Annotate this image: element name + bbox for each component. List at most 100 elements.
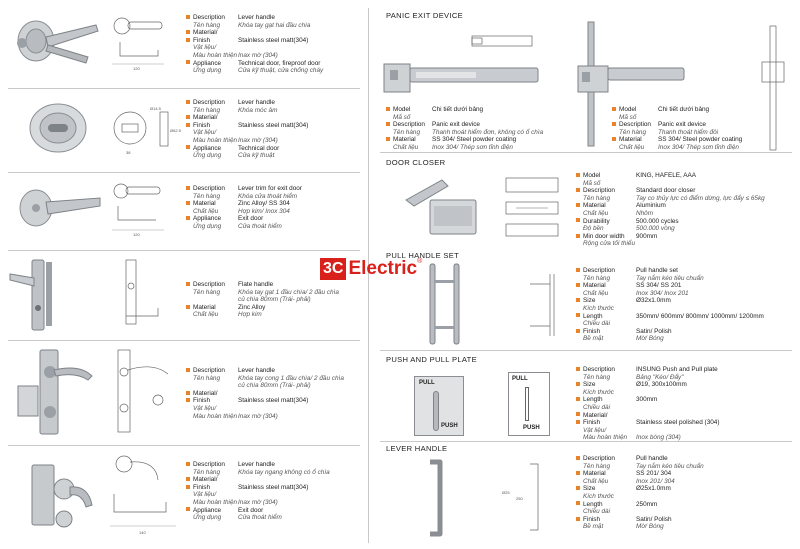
spec-key-vi: Chất liệu [619, 143, 645, 151]
spec-value: Stainless steel matt(304) [238, 122, 308, 137]
spec-value-en: Standard door closer [636, 187, 696, 195]
spec-value-en: Stainless steel matt(304) [238, 397, 309, 405]
bullet-icon [576, 283, 580, 287]
logo-badge: 3C [320, 258, 347, 280]
spec-key-vi: Tên hàng [193, 21, 221, 29]
bullet-icon [386, 122, 390, 126]
spec-key-en: Description [193, 461, 225, 468]
spec-value-en: Lever trim for exit door [238, 185, 302, 192]
spec-key-vi: Vật liệu/ [193, 44, 217, 52]
spec-key-en: Model [393, 106, 411, 113]
spec-value-en: 900mm [636, 232, 658, 240]
bullet-icon [186, 99, 190, 104]
spec-key-en: Description [583, 187, 615, 195]
spec-key-vi: Kích thước [583, 304, 615, 312]
spec-key-vi: Kích thước [583, 388, 615, 396]
spec-key-en: Finish [193, 397, 211, 405]
bullet-icon [576, 471, 580, 475]
spec-key-en: Description [193, 185, 225, 192]
bullet-icon [186, 398, 190, 403]
bullet-icon [186, 281, 190, 286]
dimension-label: Ø25 [502, 490, 510, 495]
spec-key-en: Model [619, 106, 637, 113]
spec-key-en: Appliance [193, 506, 222, 514]
bullet-icon [186, 367, 190, 372]
spec-value: 300mm [636, 396, 657, 411]
spec-key: Material/ [186, 390, 238, 398]
dimension-label: Ø14.5 [150, 106, 162, 111]
spec-value-en: Flate handle [238, 281, 274, 288]
spec-value-en: SS 201/ 304 [636, 470, 672, 478]
spec-key-vi: Bề mặt [583, 335, 604, 343]
spec-value-en: Ø32x1.0mm [636, 297, 671, 305]
row-divider [380, 152, 792, 153]
dimension-label: 120 [133, 232, 140, 237]
bullet-icon [186, 37, 190, 42]
spec-key-en: Finish [193, 483, 211, 491]
row-divider [8, 172, 360, 173]
spec-value-vi: Khóa tay gạt hai đầu chìa [238, 21, 311, 29]
spec-value-vi: Khóa cửa thoát hiểm [238, 192, 298, 200]
spec-key-en: Finish [583, 515, 601, 523]
spec-key-vi: Tên hàng [583, 462, 611, 470]
spec-key-vi: Vật liệu/ [583, 426, 607, 434]
logo-mark: ® [417, 258, 423, 265]
spec-key-vi: Tên hàng [583, 373, 611, 381]
spec-value-en: Chi tiết dưới bảng [658, 106, 710, 113]
spec-value-en: Pull handle set [636, 267, 678, 274]
bullet-icon [576, 419, 580, 424]
spec-key [186, 296, 238, 304]
spec-key-en: Min door width [583, 232, 625, 240]
row-divider [8, 250, 360, 251]
spec-value-vi: Khóa tay ngang không có ổ chìa [238, 468, 330, 476]
spec-key-en: Durability [583, 217, 610, 225]
spec-value-en: Stainless steel matt(304) [238, 36, 309, 44]
push-label-drawing: PUSH [523, 425, 540, 431]
bullet-icon [576, 486, 580, 491]
panic-double-drawing [761, 25, 785, 151]
spec-value-en: KING, HAFELE, AAA [636, 172, 697, 179]
section-title-lever: LEVER HANDLE [386, 444, 448, 453]
lever-lockset-image [17, 20, 99, 64]
lever-no-key-drawing: 140 [110, 455, 176, 535]
spec-value-vi: Mờ/ Bóng [636, 335, 664, 343]
bullet-icon [186, 185, 190, 190]
spec-value: 350mm/ 600mm/ 800mm/ 1000mm/ 1200mm [636, 313, 764, 328]
spec-key-en: Description [619, 121, 651, 129]
bullet-icon [576, 203, 580, 208]
spec-value-vi: 500.000 vòng [636, 225, 675, 233]
spec-key-en: Material/ [193, 476, 218, 484]
spec-key-en: Material [583, 202, 606, 210]
